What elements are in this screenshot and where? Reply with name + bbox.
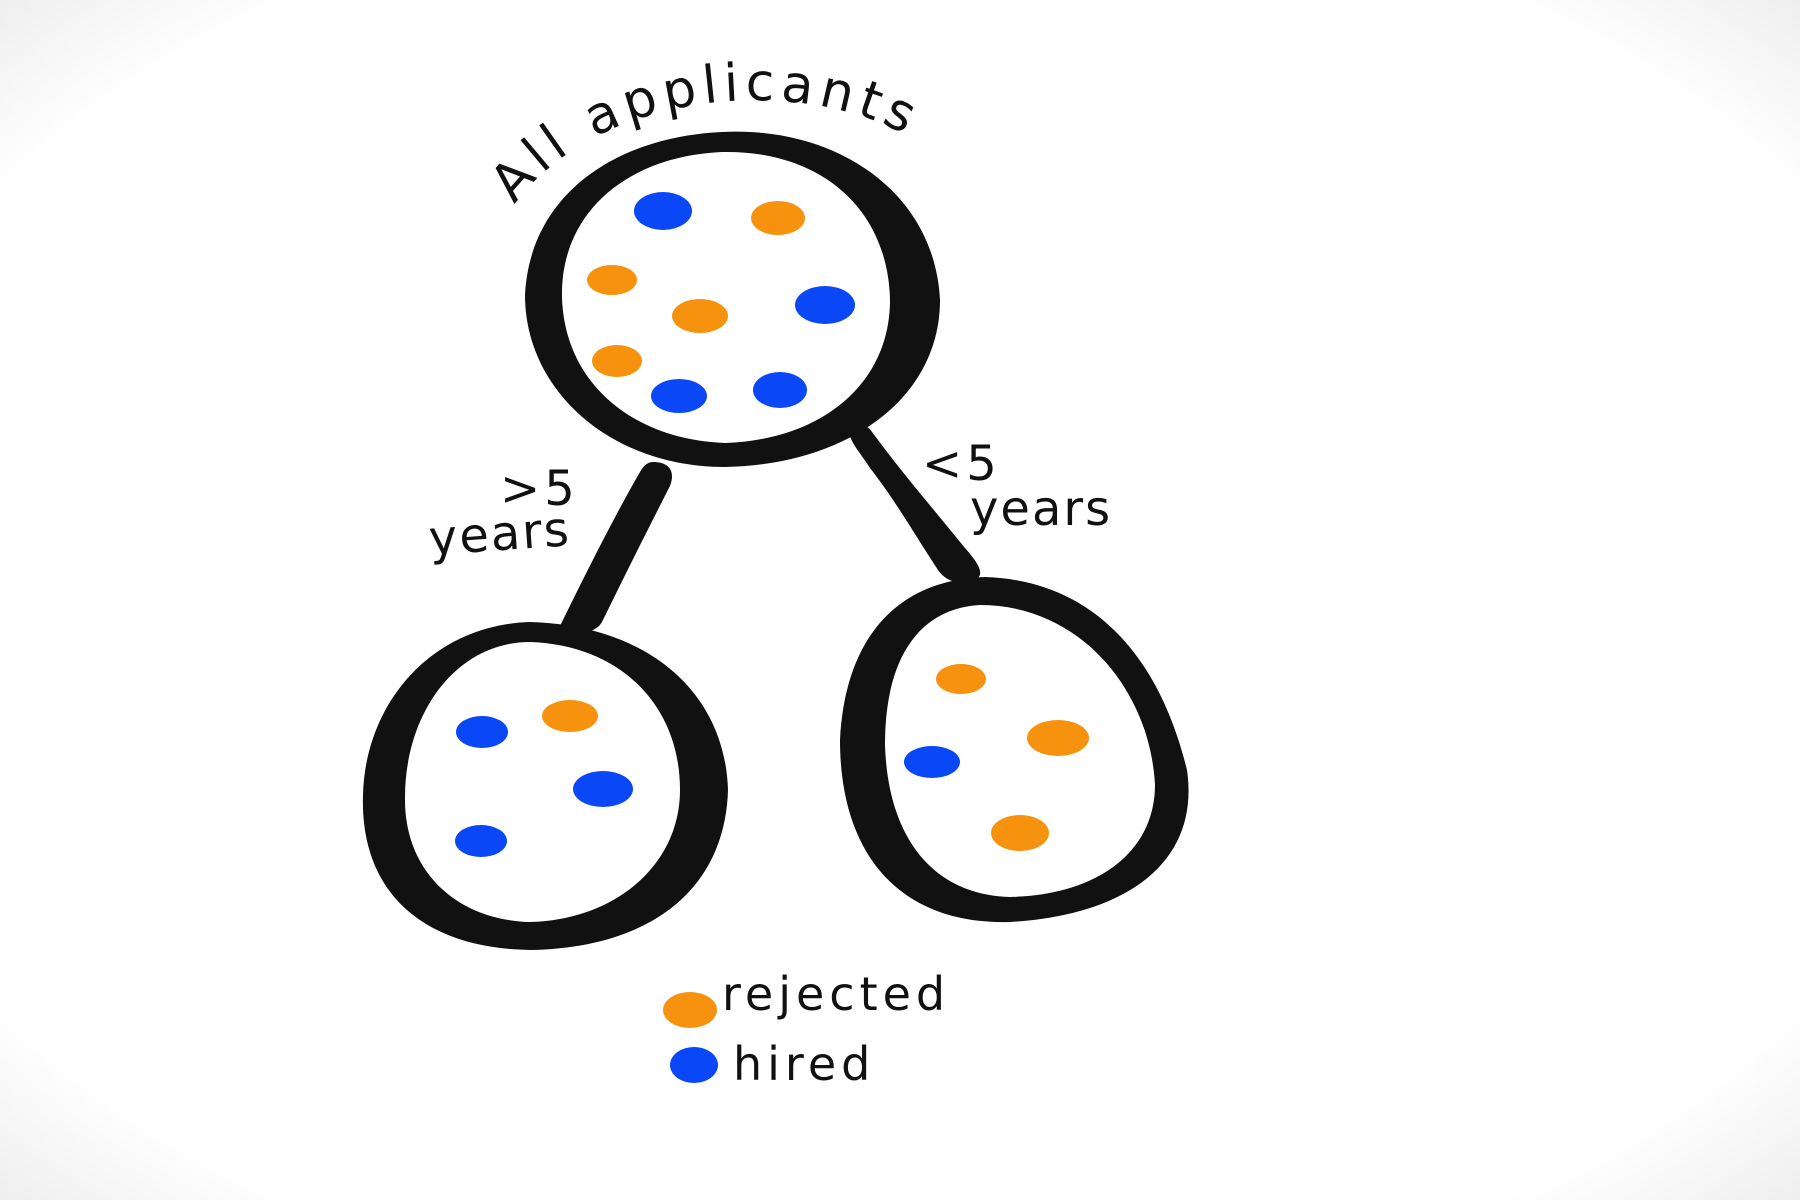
right-edge-label-line1: <5: [922, 436, 1001, 492]
applicant-dot-hired: [795, 286, 855, 324]
legend-hired-swatch: [670, 1047, 718, 1083]
legend-rejected-swatch: [663, 992, 717, 1028]
right-edge-label-line2: years: [970, 481, 1112, 537]
right-child-applicants: [904, 664, 1089, 851]
applicant-dot-hired: [573, 771, 633, 807]
applicant-dot-rejected: [672, 299, 728, 333]
connector-left: [560, 462, 673, 633]
applicant-dot-rejected: [587, 265, 637, 295]
applicant-dot-hired: [634, 192, 692, 230]
applicant-dot-hired: [753, 372, 807, 408]
left-child-applicants: [455, 700, 633, 857]
connector-right: [849, 424, 981, 583]
applicant-dot-rejected: [542, 700, 598, 732]
left-edge-label-line1: >5: [500, 461, 579, 517]
applicant-dot-rejected: [592, 345, 642, 377]
left-edge-label-line2: years: [427, 501, 573, 567]
root-applicants: [587, 192, 855, 413]
applicant-dot-rejected: [751, 201, 805, 235]
legend-rejected-label: rejected: [722, 967, 950, 1021]
legend: rejected hired: [663, 967, 950, 1091]
applicant-dot-hired: [651, 379, 707, 413]
legend-hired-label: hired: [733, 1037, 875, 1091]
applicant-dot-hired: [455, 825, 507, 857]
applicant-dot-rejected: [991, 815, 1049, 851]
applicant-dot-rejected: [1027, 720, 1089, 756]
applicant-dot-hired: [456, 716, 508, 748]
applicant-dot-hired: [904, 746, 960, 778]
applicant-dot-rejected: [936, 664, 986, 694]
